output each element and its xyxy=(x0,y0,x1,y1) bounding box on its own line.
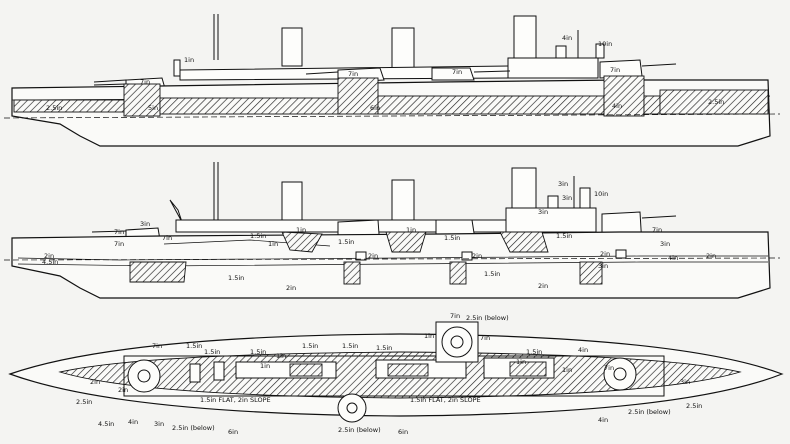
armour-deck xyxy=(17,255,768,261)
label-2-5in: 2.5in xyxy=(46,104,62,112)
label-7in: 7in xyxy=(452,68,462,76)
label-2-5in: 2.5in xyxy=(686,402,702,410)
aft-funnel xyxy=(513,15,537,65)
label-7in: 7in xyxy=(162,234,172,242)
label-1in: 1in xyxy=(562,366,572,374)
label-1in: 1in xyxy=(184,56,194,64)
label-3in: 3in xyxy=(538,208,548,216)
label-7in: 7in xyxy=(450,312,460,320)
barbette-base-fore xyxy=(129,261,187,283)
label-1-5in: 1.5in xyxy=(376,344,392,352)
label-1-5in: 1.5in xyxy=(338,238,354,246)
fore-funnel xyxy=(281,27,303,67)
label-3in: 3in xyxy=(598,262,608,270)
label-3in: 3in xyxy=(154,420,164,428)
label-1-5in: 1.5in xyxy=(204,348,220,356)
label-7in: 7in xyxy=(480,334,490,342)
label-1-5in: 1.5in xyxy=(526,348,542,356)
label-2-5in: 2.5in xyxy=(76,398,92,406)
label-3in: 3in xyxy=(558,180,568,188)
middle-funnel xyxy=(391,27,415,69)
fore-funnel xyxy=(281,181,303,223)
label-2in: 2in xyxy=(286,284,296,292)
waterline xyxy=(3,113,781,119)
profile-section: 3in 3in 10in 3in 7in 7in 3in 7in 7in 1.5… xyxy=(3,162,781,299)
label-4in: 4in xyxy=(128,418,138,426)
label-7in: 7in xyxy=(114,240,124,248)
label-2in: 2in xyxy=(538,282,548,290)
label-1-5in: 1.5in xyxy=(342,342,358,350)
label-6in: 6in xyxy=(228,428,238,436)
label-4in: 4in xyxy=(562,34,572,42)
label-1-5in: 1.5in xyxy=(444,234,460,242)
label-4in: 4in xyxy=(578,346,588,354)
barbette-aft xyxy=(603,75,645,117)
label-7in: 7in xyxy=(140,78,150,86)
profile-elevation: 1in 4in 10in 7in 7in 7in 7in 2.5in 5in 6… xyxy=(3,14,781,147)
label-deck-flat-slope: 1.5in FLAT, 2in SLOPE xyxy=(200,396,271,404)
label-1in: 1in xyxy=(406,226,416,234)
label-6in: 6in xyxy=(398,428,408,436)
label-2-5in: 2.5in xyxy=(708,98,724,106)
label-4-5in: 4.5in xyxy=(98,420,114,428)
label-deck-flat-slope: 1.5in FLAT, 2in SLOPE xyxy=(410,396,481,404)
label-4in: 4in xyxy=(598,416,608,424)
label-1in: 1in xyxy=(268,240,278,248)
label-7in: 7in xyxy=(652,226,662,234)
label-6in: 6in xyxy=(370,104,380,112)
label-1-5in: 1.5in xyxy=(186,342,202,350)
label-7in: 7in xyxy=(348,70,358,78)
label-3in: 3in xyxy=(660,240,670,248)
label-1-5in: 1.5in xyxy=(302,342,318,350)
plan-view: 7in 2.5in (below) 7in 7in 1.5in 1.5in 1.… xyxy=(8,312,784,436)
middle-funnel xyxy=(391,179,415,223)
label-2in: 2in xyxy=(368,252,378,260)
label-3in: 3in xyxy=(562,194,572,202)
barbette-base-aft xyxy=(579,261,603,285)
label-4in: 4in xyxy=(668,254,678,262)
belt-stern xyxy=(659,89,769,115)
label-2in: 2in xyxy=(600,250,610,258)
label-2in: 2in xyxy=(472,252,482,260)
label-4in: 4in xyxy=(612,102,622,110)
label-5in: 5in xyxy=(148,104,158,112)
label-2in: 2in xyxy=(118,386,128,394)
label-1-5in: 1.5in xyxy=(228,274,244,282)
label-3in: 3in xyxy=(140,220,150,228)
label-1in: 1in xyxy=(260,362,270,370)
label-7in: 7in xyxy=(610,66,620,74)
label-1-5in: 1.5in xyxy=(250,348,266,356)
label-2-5in-below: 2.5in (below) xyxy=(628,408,671,416)
label-2-5in-below: 2.5in (below) xyxy=(172,424,215,432)
label-2in: 2in xyxy=(90,378,100,386)
label-10in: 10in xyxy=(598,40,612,48)
label-2in: 2in xyxy=(706,252,716,260)
label-1-5in: 1.5in xyxy=(250,232,266,240)
label-1-5in: 1.5in xyxy=(556,232,572,240)
label-7in: 7in xyxy=(114,228,124,236)
label-1in: 1in xyxy=(276,352,286,360)
aft-funnel xyxy=(511,167,537,213)
label-7in: 7in xyxy=(152,342,162,350)
label-3in: 3in xyxy=(680,378,690,386)
label-2-5in-below: 2.5in (below) xyxy=(466,314,509,322)
label-1in: 1in xyxy=(516,358,526,366)
belt-main-1 xyxy=(159,97,341,115)
label-7in: 7in xyxy=(604,364,614,372)
label-2in: 2in xyxy=(44,252,54,260)
waterline xyxy=(3,257,781,261)
belt-main-2 xyxy=(377,95,605,115)
label-2-5in-below: 2.5in (below) xyxy=(338,426,381,434)
barbette-base-wing xyxy=(343,261,361,285)
belt-bow xyxy=(13,99,125,113)
label-1-5in: 1.5in xyxy=(484,270,500,278)
wing-turret-2 xyxy=(431,67,475,81)
aft-turret xyxy=(599,59,643,79)
label-1in: 1in xyxy=(424,332,434,340)
label-10in: 10in xyxy=(594,190,608,198)
label-1in: 1in xyxy=(296,226,306,234)
label-4-5in: 4.5in xyxy=(42,258,58,266)
